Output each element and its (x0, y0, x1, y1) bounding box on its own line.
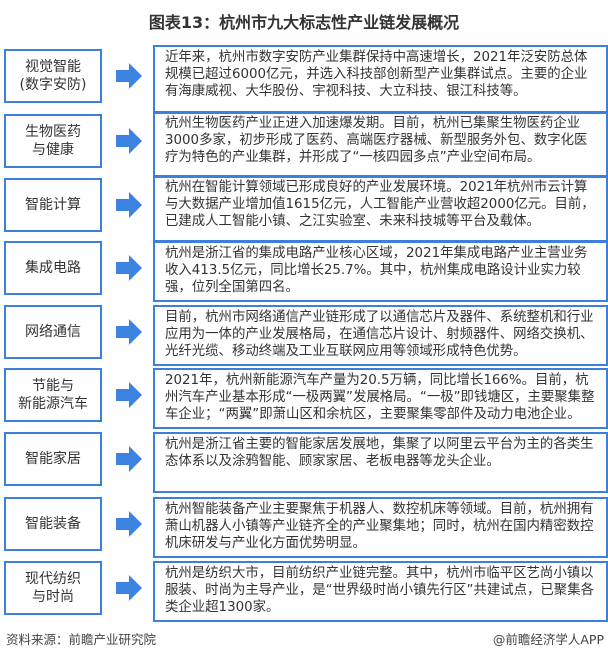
industry-label-text: 智能家居 (25, 451, 81, 467)
industry-label: 视觉智能 (数字安防) (4, 49, 102, 103)
industry-description: 杭州是浙江省主要的智能家居发展地，集聚了以阿里云平台为主的各类生态体系以及涂鸦智… (153, 432, 608, 493)
industry-label: 网络通信 (4, 305, 102, 359)
arrow-right-icon (116, 319, 142, 345)
industry-label-text: 集成电路 (25, 260, 81, 276)
industry-description-text: 杭州智能装备产业主要聚焦于机器人、数控机床等领域。目前，杭州拥有萧山机器人小镇等… (165, 502, 594, 551)
industry-row: 集成电路 杭州是浙江省的集成电路产业核心区域，2021年集成电路产业主营业务收入… (0, 241, 608, 302)
arrow-right-icon (116, 128, 142, 154)
industry-description: 2021年，杭州新能源汽车产量为20.5万辆，同比增长166%。目前，杭州汽车产… (153, 368, 608, 429)
industry-description: 目前，杭州市网络通信产业链形成了以通信芯片及器件、系统整机和行业应用为一体的产业… (153, 305, 608, 366)
industry-row: 智能家居 杭州是浙江省主要的智能家居发展地，集聚了以阿里云平台为主的各类生态体系… (0, 432, 608, 493)
industry-description-text: 杭州是浙江省主要的智能家居发展地，集聚了以阿里云平台为主的各类生态体系以及涂鸦智… (165, 437, 594, 469)
industry-label: 智能家居 (4, 432, 102, 486)
industry-description: 近年来，杭州市数字安防产业集群保持中高速增长，2021年泛安防总体规模已超过60… (153, 45, 608, 114)
industry-label-text: 智能计算 (25, 197, 81, 213)
industry-label: 节能与 新能源汽车 (4, 368, 102, 422)
industry-label: 现代纺织 与时尚 (4, 561, 102, 615)
arrow-right-icon (116, 446, 142, 472)
industry-label: 生物医药 与健康 (4, 114, 102, 168)
industry-description-text: 2021年，杭州新能源汽车产量为20.5万辆，同比增长166%。目前，杭州汽车产… (165, 373, 595, 422)
arrow-right-icon (116, 511, 142, 537)
industry-description: 杭州生物医药产业正进入加速爆发期。目前，杭州已集聚生物医药企业3000多家，初步… (153, 111, 608, 178)
industry-description: 杭州智能装备产业主要聚焦于机器人、数控机床等领域。目前，杭州拥有萧山机器人小镇等… (153, 497, 608, 558)
industry-row: 智能计算 杭州在智能计算领域已形成良好的产业发展环境。2021年杭州市云计算与大… (0, 175, 608, 242)
industry-label: 集成电路 (4, 241, 102, 295)
arrow-right-icon (116, 192, 142, 218)
industry-label-text: 视觉智能 (数字安防) (19, 59, 87, 93)
industry-label: 智能计算 (4, 178, 102, 232)
industry-label-text: 智能装备 (25, 516, 81, 532)
industry-description-text: 杭州在智能计算领域已形成良好的产业发展环境。2021年杭州市云计算与大数据产业增… (165, 180, 595, 229)
industry-row: 现代纺织 与时尚 杭州是纺织大市，目前纺织产业链完整。其中，杭州市临平区艺尚小镇… (0, 561, 608, 622)
industry-row: 网络通信 目前，杭州市网络通信产业链形成了以通信芯片及器件、系统整机和行业应用为… (0, 305, 608, 366)
industry-row: 节能与 新能源汽车 2021年，杭州新能源汽车产量为20.5万辆，同比增长166… (0, 368, 608, 429)
industry-row: 智能装备 杭州智能装备产业主要聚焦于机器人、数控机床等领域。目前，杭州拥有萧山机… (0, 497, 608, 558)
industry-label-text: 生物医药 与健康 (25, 124, 81, 158)
industry-description-text: 杭州是浙江省的集成电路产业核心区域，2021年集成电路产业主营业务收入413.5… (165, 246, 588, 295)
arrow-right-icon (116, 575, 142, 601)
industry-description: 杭州是纺织大市，目前纺织产业链完整。其中，杭州市临平区艺尚小镇以服装、时尚为主导… (153, 561, 608, 622)
industry-label-text: 现代纺织 与时尚 (25, 571, 81, 605)
industry-row: 生物医药 与健康 杭州生物医药产业正进入加速爆发期。目前，杭州已集聚生物医药企业… (0, 111, 608, 178)
industry-label: 智能装备 (4, 497, 102, 551)
arrow-right-icon (116, 382, 142, 408)
credit-note: @前瞻经济学人APP (492, 632, 604, 647)
industry-label-text: 网络通信 (25, 324, 81, 340)
source-note: 资料来源：前瞻产业研究院 (6, 632, 157, 647)
arrow-right-icon (116, 255, 142, 281)
industry-description-text: 杭州是纺织大市，目前纺织产业链完整。其中，杭州市临平区艺尚小镇以服装、时尚为主导… (165, 566, 594, 615)
arrow-right-icon (116, 63, 142, 89)
industry-description-text: 近年来，杭州市数字安防产业集群保持中高速增长，2021年泛安防总体规模已超过60… (165, 50, 588, 99)
industry-row: 视觉智能 (数字安防) 近年来，杭州市数字安防产业集群保持中高速增长，2021年… (0, 45, 608, 114)
figure-title: 图表13：杭州市九大标志性产业链发展概况 (148, 13, 460, 32)
industry-description-text: 目前，杭州市网络通信产业链形成了以通信芯片及器件、系统整机和行业应用为一体的产业… (165, 310, 594, 359)
industry-description: 杭州是浙江省的集成电路产业核心区域，2021年集成电路产业主营业务收入413.5… (153, 241, 608, 302)
industry-description-text: 杭州生物医药产业正进入加速爆发期。目前，杭州已集聚生物医药企业3000多家，初步… (165, 116, 588, 165)
industry-description: 杭州在智能计算领域已形成良好的产业发展环境。2021年杭州市云计算与大数据产业增… (153, 175, 608, 242)
industry-label-text: 节能与 新能源汽车 (18, 378, 88, 412)
